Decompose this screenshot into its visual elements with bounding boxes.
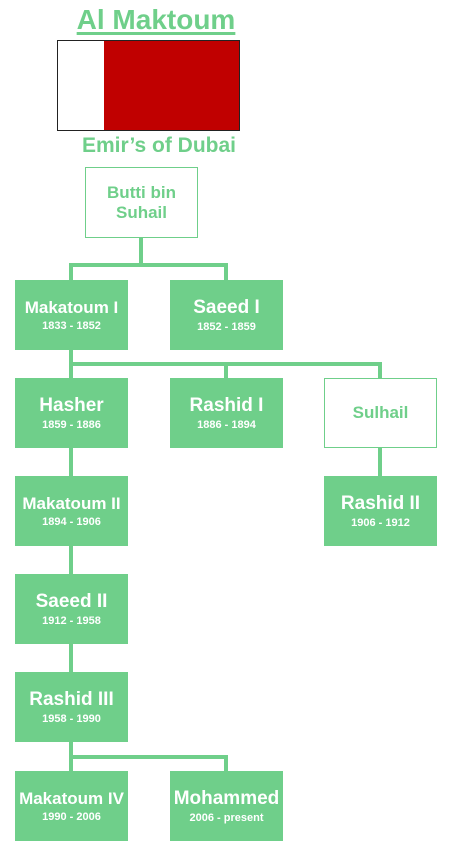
node-name: Mohammed: [173, 788, 280, 809]
node-name: Rashid III: [29, 689, 114, 710]
node-rashid-ii: Rashid II 1906 - 1912: [324, 476, 437, 546]
node-hasher: Hasher 1859 - 1886: [15, 378, 128, 448]
node-years: 1958 - 1990: [42, 713, 101, 725]
flag-red-field: [104, 41, 239, 130]
node-years: 2006 - present: [189, 812, 264, 824]
node-years: 1990 - 2006: [42, 811, 101, 823]
node-sulhail: Sulhail: [324, 378, 437, 448]
node-name: Makatoum II: [22, 494, 121, 513]
node-name: Butti bin Suhail: [107, 182, 176, 222]
node-makatoum-i: Makatoum I 1833 - 1852: [15, 280, 128, 350]
node-name: Saeed I: [193, 297, 260, 318]
node-years: 1833 - 1852: [42, 320, 101, 332]
node-makatoum-iv: Makatoum IV 1990 - 2006: [15, 771, 128, 841]
node-years: 1859 - 1886: [42, 419, 101, 431]
node-years: 1886 - 1894: [197, 419, 256, 431]
node-years: 1852 - 1859: [197, 321, 256, 333]
node-years: 1906 - 1912: [351, 517, 410, 529]
node-name: Sulhail: [352, 403, 409, 422]
node-years: 1894 - 1906: [42, 516, 101, 528]
page-subtitle: Emir’s of Dubai: [81, 134, 237, 157]
node-butti-bin-suhail: Butti bin Suhail: [85, 167, 198, 238]
node-mohammed: Mohammed 2006 - present: [170, 771, 283, 841]
node-name: Hasher: [39, 395, 104, 416]
node-years: 1912 - 1958: [42, 615, 101, 627]
node-rashid-iii: Rashid III 1958 - 1990: [15, 672, 128, 742]
page-title: Al Maktoum: [76, 4, 236, 35]
node-saeed-ii: Saeed II 1912 - 1958: [15, 574, 128, 644]
flag-white-band: [58, 41, 104, 130]
node-saeed-i: Saeed I 1852 - 1859: [170, 280, 283, 350]
node-name: Rashid II: [340, 493, 421, 514]
node-makatoum-ii: Makatoum II 1894 - 1906: [15, 476, 128, 546]
dubai-flag: [57, 40, 240, 131]
node-rashid-i: Rashid I 1886 - 1894: [170, 378, 283, 448]
node-name: Makatoum I: [24, 298, 119, 317]
node-name: Rashid I: [189, 395, 264, 416]
node-name: Makatoum IV: [19, 789, 124, 808]
node-name: Saeed II: [35, 591, 108, 612]
